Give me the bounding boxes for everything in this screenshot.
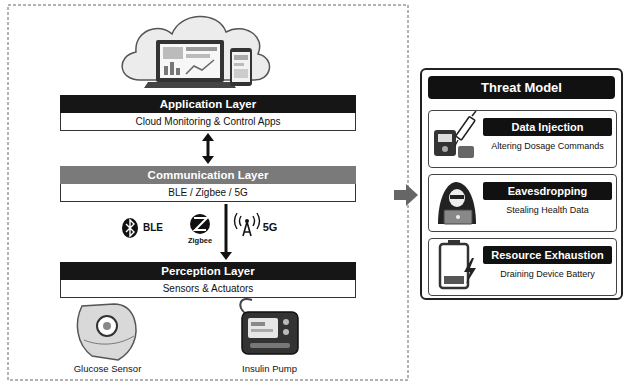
threat-panel: Threat ModelData InjectionAltering Dosag… [420,68,623,300]
threat-card: EavesdroppingStealing Health Data [428,174,617,232]
threat-card: Data InjectionAltering Dosage Commands [428,110,617,168]
block-arrow [394,184,418,206]
connector-arrow [220,204,232,260]
label-text: Insulin Pump [222,363,317,374]
antenna-icon [235,213,260,236]
layer-description: BLE / Zigbee / 5G [60,184,356,202]
threat-description: Draining Device Battery [483,269,612,279]
layer-band: Communication LayerBLE / Zigbee / 5G [60,166,356,202]
glucose-sensor-illustration [77,304,136,360]
battery-icon [440,240,476,288]
injection-icon [434,111,476,158]
zigbee-icon [190,214,210,234]
threat-card: Resource ExhaustionDraining Device Batte… [428,238,617,296]
panel-title: Threat Model [428,76,615,99]
threat-description: Stealing Health Data [483,205,612,215]
connector-arrow [202,133,214,164]
label-text: BLE [140,222,166,233]
arrow-head [220,252,232,260]
label-text: Zigbee [180,236,220,245]
system-frame [8,5,408,380]
connector-line [207,140,210,157]
connector-line [225,204,228,253]
layer-title: Communication Layer [60,166,356,184]
threat-title: Resource Exhaustion [483,246,612,264]
layer-title: Application Layer [60,95,356,113]
label-text: Glucose Sensor [60,363,155,374]
cloud-illustration [122,16,269,88]
insulin-pump-illustration [240,299,298,354]
bluetooth-icon [122,218,138,238]
layer-description: Cloud Monitoring & Control Apps [60,113,356,131]
threat-description: Altering Dosage Commands [483,141,612,151]
label-text: 5G [258,221,282,233]
threat-title: Data Injection [483,118,612,136]
layer-band: Perception LayerSensors & Actuators [60,262,356,298]
arrow-head [202,133,214,141]
hacker-icon [438,182,476,224]
arrow-head [202,156,214,164]
layer-band: Application LayerCloud Monitoring & Cont… [60,95,356,131]
threat-title: Eavesdropping [483,182,612,200]
layer-title: Perception Layer [60,262,356,280]
layer-description: Sensors & Actuators [60,280,356,298]
